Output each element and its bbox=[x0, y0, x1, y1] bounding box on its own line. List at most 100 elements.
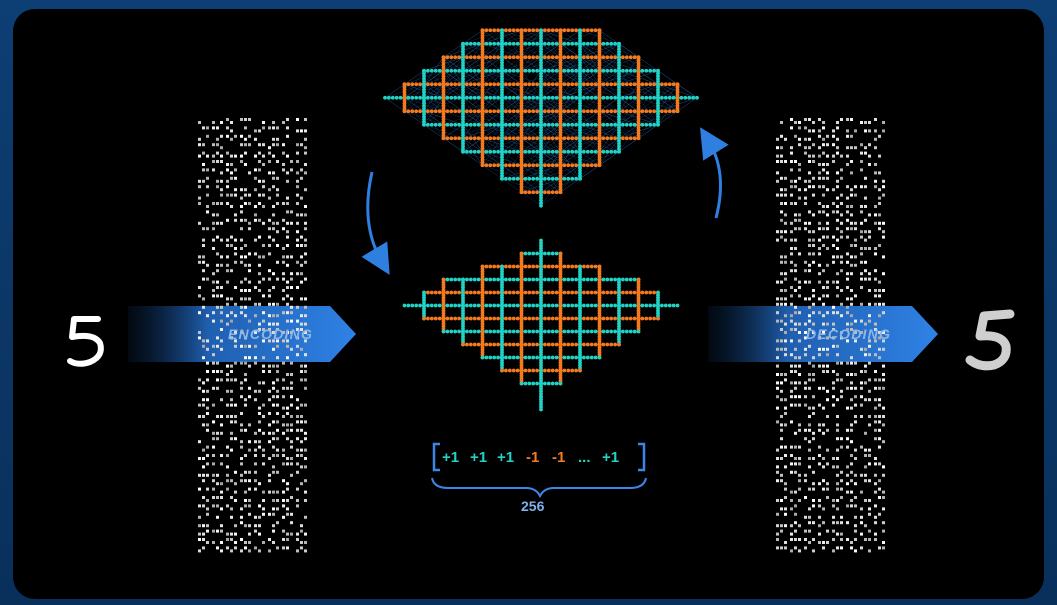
graph-node bbox=[633, 136, 637, 140]
filter-pixel bbox=[860, 415, 863, 418]
filter-pixel bbox=[804, 126, 807, 129]
graph-node bbox=[555, 96, 559, 100]
graph-node bbox=[644, 69, 648, 73]
graph-node bbox=[449, 55, 453, 59]
graph-node bbox=[488, 55, 492, 59]
filter-pixel bbox=[268, 398, 271, 401]
filter-pixel bbox=[296, 504, 299, 507]
graph-node bbox=[403, 109, 407, 113]
filter-pixel bbox=[832, 370, 835, 373]
filter-pixel bbox=[220, 541, 223, 544]
filter-pixel bbox=[860, 348, 863, 351]
filter-pixel bbox=[882, 378, 885, 381]
filter-pixel bbox=[230, 496, 233, 499]
graph-node bbox=[485, 69, 489, 73]
graph-node bbox=[621, 96, 625, 100]
filter-pixel bbox=[808, 373, 811, 376]
filter-pixel bbox=[798, 163, 801, 166]
filter-pixel bbox=[846, 252, 849, 255]
graph-node bbox=[563, 69, 567, 73]
filter-pixel bbox=[226, 163, 229, 166]
graph-node bbox=[387, 96, 391, 100]
filter-pixel bbox=[882, 311, 885, 314]
filter-pixel bbox=[798, 373, 801, 376]
filter-pixel bbox=[276, 429, 279, 432]
filter-pixel bbox=[836, 482, 839, 485]
graph-node bbox=[609, 109, 613, 113]
filter-pixel bbox=[212, 387, 215, 390]
graph-node bbox=[566, 317, 570, 321]
filter-pixel bbox=[202, 269, 205, 272]
filter-pixel bbox=[840, 516, 843, 519]
filter-pixel bbox=[258, 281, 261, 284]
filter-pixel bbox=[226, 365, 229, 368]
graph-node bbox=[477, 82, 481, 86]
graph-node bbox=[477, 96, 481, 100]
filter-pixel bbox=[226, 404, 229, 407]
graph-node bbox=[664, 82, 668, 86]
filter-pixel bbox=[300, 370, 303, 373]
graph-node bbox=[543, 136, 547, 140]
filter-pixel bbox=[262, 244, 265, 247]
filter-pixel bbox=[836, 429, 839, 432]
graph-node bbox=[648, 317, 652, 321]
graph-node bbox=[504, 82, 508, 86]
filter-pixel bbox=[282, 546, 285, 549]
filter-pixel bbox=[220, 496, 223, 499]
filter-pixel bbox=[850, 118, 853, 121]
filter-pixel bbox=[840, 177, 843, 180]
filter-pixel bbox=[836, 146, 839, 149]
graph-node bbox=[555, 82, 559, 86]
filter-pixel bbox=[840, 155, 843, 158]
filter-pixel bbox=[272, 541, 275, 544]
filter-pixel bbox=[240, 429, 243, 432]
filter-pixel bbox=[836, 437, 839, 440]
graph-node bbox=[594, 278, 598, 282]
filter-pixel bbox=[854, 530, 857, 533]
filter-pixel bbox=[296, 538, 299, 541]
filter-pixel bbox=[234, 378, 237, 381]
filter-pixel bbox=[826, 353, 829, 356]
graph-node bbox=[570, 177, 574, 181]
graph-node bbox=[446, 96, 450, 100]
graph-node bbox=[621, 136, 625, 140]
graph-edge bbox=[600, 84, 620, 98]
filter-pixel bbox=[220, 549, 223, 552]
graph-node bbox=[644, 82, 648, 86]
filter-pixel bbox=[846, 311, 849, 314]
filter-pixel bbox=[216, 482, 219, 485]
filter-pixel bbox=[850, 381, 853, 384]
graph-node bbox=[430, 291, 434, 295]
graph-node bbox=[524, 177, 528, 181]
filter-pixel bbox=[882, 222, 885, 225]
filter-pixel bbox=[776, 465, 779, 468]
filter-pixel bbox=[304, 370, 307, 373]
graph-node bbox=[527, 109, 531, 113]
filter-pixel bbox=[794, 121, 797, 124]
filter-pixel bbox=[864, 381, 867, 384]
filter-pixel bbox=[864, 205, 867, 208]
filter-pixel bbox=[206, 155, 209, 158]
filter-pixel bbox=[290, 387, 293, 390]
filter-pixel bbox=[780, 348, 783, 351]
graph-node bbox=[485, 28, 489, 32]
filter-pixel bbox=[296, 185, 299, 188]
filter-pixel bbox=[262, 404, 265, 407]
filter-pixel bbox=[268, 314, 271, 317]
graph-node bbox=[508, 177, 512, 181]
graph-node bbox=[453, 55, 457, 59]
graph-node bbox=[547, 265, 551, 269]
filter-pixel bbox=[822, 236, 825, 239]
filter-pixel bbox=[304, 314, 307, 317]
filter-pixel bbox=[268, 457, 271, 460]
graph-node bbox=[547, 278, 551, 282]
graph-node bbox=[543, 123, 547, 127]
filter-pixel bbox=[822, 244, 825, 247]
filter-pixel bbox=[226, 446, 229, 449]
graph-node bbox=[609, 69, 613, 73]
filter-pixel bbox=[300, 378, 303, 381]
filter-pixel bbox=[798, 488, 801, 491]
graph-node bbox=[492, 291, 496, 295]
filter-pixel bbox=[262, 365, 265, 368]
filter-pixel bbox=[854, 294, 857, 297]
